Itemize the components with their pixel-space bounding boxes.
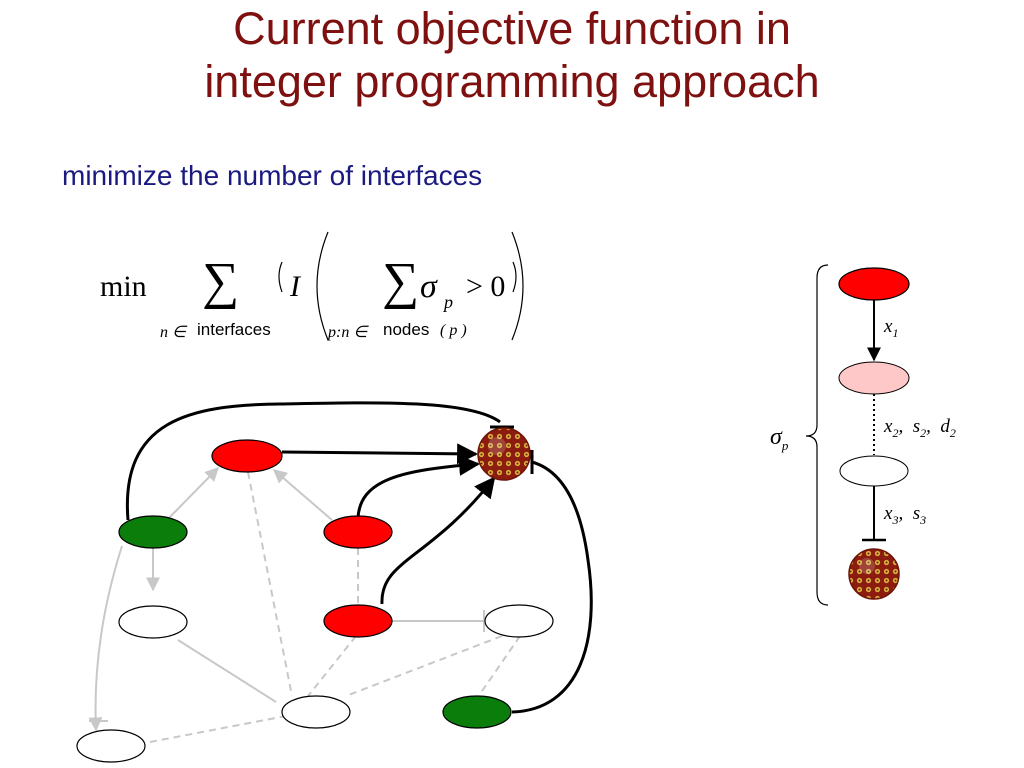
slide-subtitle: minimize the number of interfaces <box>62 160 483 191</box>
paren-right <box>511 231 524 341</box>
edge-red-to-virus <box>380 476 496 605</box>
title-line-1: Current objective function in <box>233 3 791 54</box>
dashed-topred-to-bottom <box>247 471 293 697</box>
edge-green-to-bottomwhite <box>88 545 123 732</box>
edge-green-to-topred <box>164 467 219 523</box>
node-green-bottom <box>442 695 512 729</box>
formula-inner-sum: ∑ <box>382 253 420 310</box>
dashed-whiteright-to-green <box>479 635 521 695</box>
node-mid-red <box>323 515 393 549</box>
formula-indicator: I <box>290 270 300 303</box>
label-step2: x2, s2, d2 <box>884 416 956 440</box>
network-gray-edges <box>88 467 485 732</box>
slide-title: Current objective function in integer pr… <box>0 2 1024 108</box>
edge-green-arc-to-virus <box>125 401 501 521</box>
formula-outer-sub-n: n ∈ <box>160 324 186 341</box>
network-dashed-edges <box>149 471 521 743</box>
pathway-node-red <box>838 267 910 301</box>
bracket-inner-right <box>512 261 517 293</box>
virus-icon <box>477 427 531 481</box>
network-nodes <box>76 439 554 763</box>
node-red-center <box>323 604 393 638</box>
formula-comparison: > 0 <box>466 270 506 303</box>
formula-inner-sub-arg: ( p ) <box>440 322 467 339</box>
edge-white-to-bottomwhite <box>177 639 277 703</box>
dashed-red-to-bottom <box>307 635 357 697</box>
pathway-node-pink <box>838 361 910 395</box>
formula-inner-sub-set: nodes <box>383 320 430 339</box>
paren-left <box>316 231 329 341</box>
pathway-brace <box>805 264 829 606</box>
node-white-left <box>118 605 188 639</box>
label-sigma-p: σp <box>770 424 789 453</box>
edge-green-to-virus-right <box>511 460 593 714</box>
formula-min: min <box>100 270 147 303</box>
formula-outer-sum: ∑ <box>202 253 240 310</box>
formula-brackets <box>278 231 524 341</box>
dashed-whiteright-to-bottom <box>345 635 503 697</box>
node-green-left <box>118 515 188 549</box>
edge-midred-to-topred <box>272 469 333 521</box>
node-white-right <box>484 604 554 638</box>
edge-midred-to-virus <box>356 454 481 519</box>
virus-icon <box>848 548 900 600</box>
title-line-2: integer programming approach <box>204 56 820 107</box>
network-black-edges <box>125 401 593 714</box>
formula-inner-sub-p: p:n ∈ <box>328 324 368 341</box>
formula-sigma: σ <box>420 268 437 305</box>
node-white-bottom-left <box>76 729 146 763</box>
dashed-bottomwhite-to-center <box>149 715 287 743</box>
pathway-diagram <box>805 264 910 606</box>
node-top-red <box>211 439 283 473</box>
bracket-inner-left <box>278 261 283 293</box>
label-x1: x1 <box>884 316 899 340</box>
node-white-bottom <box>281 695 351 729</box>
formula-sigma-sub: p <box>444 292 453 312</box>
label-step3: x3, s3 <box>884 503 927 527</box>
formula-outer-sub-set: interfaces <box>197 320 271 339</box>
edge-topred-to-virus <box>281 443 479 465</box>
pathway-node-tg <box>839 455 909 487</box>
